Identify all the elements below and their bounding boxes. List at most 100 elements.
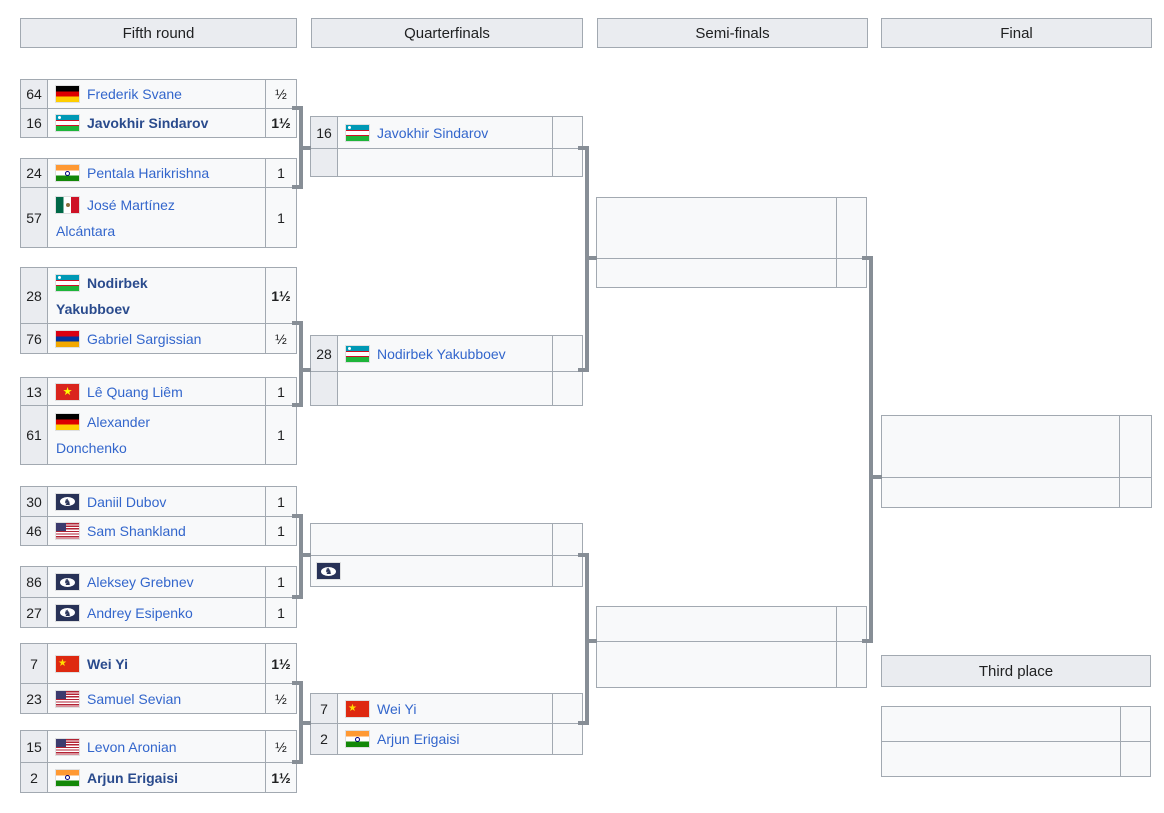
player-link[interactable]: Levon Aronian	[87, 738, 177, 755]
player-cell	[338, 149, 552, 176]
player-link[interactable]: Pentala Harikrishna	[87, 165, 210, 181]
player-link[interactable]: Lê Quang Liêm	[87, 383, 183, 400]
player-link[interactable]: Nodirbek Yakubboev	[377, 345, 506, 362]
connector-segment	[589, 639, 597, 643]
connector-segment	[299, 514, 303, 599]
seed-cell: 30	[21, 487, 48, 516]
seed-cell: 7	[311, 694, 338, 723]
score-cell	[1119, 416, 1151, 477]
player-link[interactable]: José Martínez Alcántara	[56, 196, 175, 239]
player-cell: José Martínez Alcántara	[48, 188, 265, 247]
score-cell: ½	[265, 684, 296, 713]
player-cell	[882, 707, 1120, 741]
fide-flag-icon	[56, 604, 79, 621]
score-cell: 1½	[265, 763, 296, 792]
match-row	[882, 741, 1150, 776]
player-cell	[597, 259, 836, 287]
seed-cell: 27	[21, 598, 48, 627]
match-row: 28 Nodirbek Yakubboev 1½	[21, 268, 296, 323]
uzbekistan-flag-icon	[346, 345, 369, 362]
player-link[interactable]: Nodirbek Yakubboev	[56, 274, 148, 317]
seed-cell: 16	[311, 117, 338, 148]
player-cell: Nodirbek Yakubboev	[48, 268, 265, 323]
match-box: 86 Aleksey Grebnev 1 27 Andrey Esipenko …	[20, 566, 297, 628]
seed-cell: 2	[311, 724, 338, 754]
match-row	[882, 477, 1151, 507]
score-cell	[552, 524, 582, 555]
player-link[interactable]: Gabriel Sargissian	[87, 330, 202, 347]
connector-segment	[578, 721, 589, 725]
player-cell: Samuel Sevian	[48, 684, 265, 713]
match-row: 46 Sam Shankland 1	[21, 516, 296, 545]
player-cell	[597, 198, 836, 258]
player-link[interactable]: Samuel Sevian	[87, 690, 182, 707]
player-link[interactable]: Wei Yi	[377, 700, 417, 717]
connector-segment	[303, 368, 311, 372]
player-link[interactable]: Javokhir Sindarov	[377, 124, 489, 141]
score-cell	[552, 336, 582, 371]
score-cell: 1	[265, 159, 296, 187]
fide-flag-icon	[317, 563, 340, 579]
score-cell	[836, 642, 866, 687]
player-cell: Javokhir Sindarov	[48, 109, 265, 137]
india-flag-icon	[346, 731, 369, 747]
connector-segment	[292, 185, 303, 189]
india-flag-icon	[56, 165, 79, 181]
player-link[interactable]: Aleksey Grebnev	[87, 574, 194, 590]
player-cell	[882, 742, 1120, 776]
seed-cell: 28	[311, 336, 338, 371]
seed-cell: 57	[21, 188, 48, 247]
player-cell: Gabriel Sargissian	[48, 324, 265, 353]
score-cell: 1½	[265, 644, 296, 683]
score-cell: 1½	[265, 268, 296, 323]
india-flag-icon	[56, 769, 79, 786]
player-link[interactable]: Daniil Dubov	[87, 493, 167, 510]
seed-cell: 46	[21, 517, 48, 545]
seed-cell: 23	[21, 684, 48, 713]
player-cell	[597, 642, 836, 687]
seed-cell: 28	[21, 268, 48, 323]
connector-segment	[303, 553, 311, 557]
player-link[interactable]: Sam Shankland	[87, 523, 186, 539]
player-link[interactable]: Javokhir Sindarov	[87, 115, 209, 131]
connector-segment	[292, 403, 303, 407]
player-link[interactable]: Andrey Esipenko	[87, 604, 193, 621]
score-cell	[836, 259, 866, 287]
connector-segment	[585, 146, 589, 372]
score-cell: 1	[265, 598, 296, 627]
seed-cell: 64	[21, 80, 48, 108]
match-row: 23 Samuel Sevian ½	[21, 683, 296, 713]
match-box: 24 Pentala Harikrishna 1 57 José Martíne…	[20, 158, 297, 248]
header-third-place: Third place	[881, 655, 1151, 687]
connector-segment	[299, 106, 303, 189]
score-cell: 1	[265, 378, 296, 405]
score-cell	[1119, 478, 1151, 507]
match-row: 30 Daniil Dubov 1	[21, 487, 296, 516]
player-link[interactable]: Alexander Donchenko	[56, 414, 151, 456]
match-row: 27 Andrey Esipenko 1	[21, 597, 296, 627]
connector-segment	[869, 256, 873, 643]
player-cell	[882, 416, 1119, 477]
match-box: 15 Levon Aronian ½ 2 Arjun Erigaisi 1½	[20, 730, 297, 793]
match-box: 64 Frederik Svane ½ 16 Javokhir Sindarov…	[20, 79, 297, 138]
match-row	[311, 524, 582, 555]
china-flag-icon	[346, 700, 369, 717]
match-row	[597, 607, 866, 641]
match-box: 28 Nodirbek Yakubboev	[310, 335, 583, 406]
seed-cell: 15	[21, 731, 48, 762]
player-cell: Sam Shankland	[48, 517, 265, 545]
match-row: 24 Pentala Harikrishna 1	[21, 159, 296, 187]
match-box: 7 Wei Yi 2 Arjun Erigaisi	[310, 693, 583, 755]
match-box	[596, 606, 867, 688]
player-link[interactable]: Frederik Svane	[87, 86, 182, 102]
usa-flag-icon	[56, 738, 79, 755]
player-link[interactable]: Arjun Erigaisi	[87, 769, 179, 786]
player-cell: Arjun Erigaisi	[338, 724, 552, 754]
player-link[interactable]: Arjun Erigaisi	[377, 731, 460, 747]
player-link[interactable]: Wei Yi	[87, 655, 128, 672]
score-cell	[552, 149, 582, 176]
player-cell: Pentala Harikrishna	[48, 159, 265, 187]
connector-segment	[585, 553, 589, 725]
connector-segment	[578, 553, 589, 557]
